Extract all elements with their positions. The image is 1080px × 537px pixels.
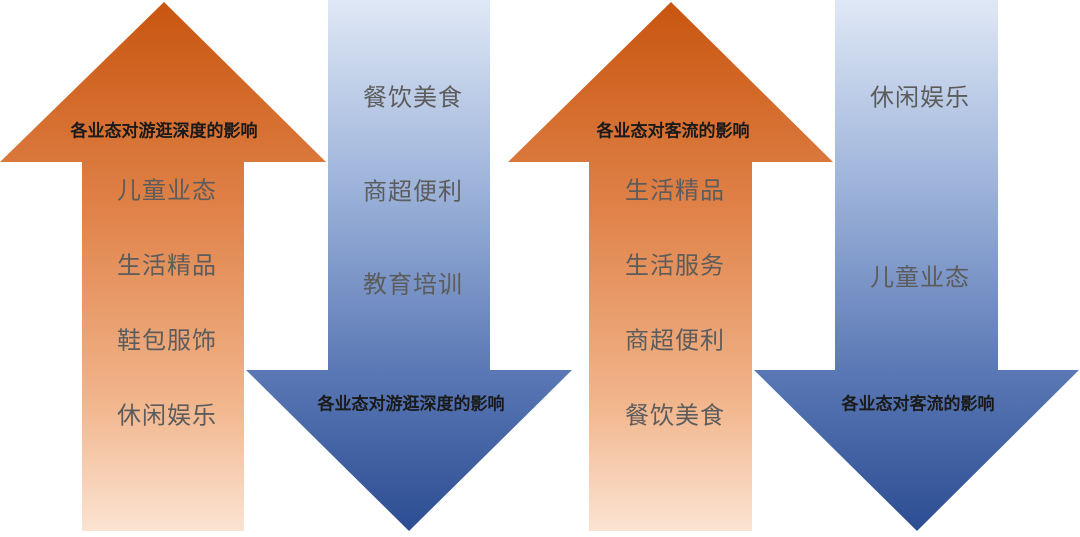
- up-arrow-item: 休闲娱乐: [117, 401, 217, 430]
- up-arrow-heading: 各业态对游逛深度的影响: [70, 121, 258, 142]
- up-arrow-panel2: [508, 2, 833, 531]
- up-arrow-item: 儿童业态: [117, 176, 217, 205]
- up-arrow-heading: 各业态对客流的影响: [596, 121, 750, 142]
- down-arrow-item: 休闲娱乐: [870, 83, 970, 112]
- down-arrow-panel1: [246, 0, 572, 531]
- down-arrow-item: 餐饮美食: [363, 83, 463, 112]
- up-arrow-item: 生活精品: [625, 176, 725, 205]
- down-arrow-item: 教育培训: [363, 270, 463, 299]
- up-arrow-item: 商超便利: [625, 326, 725, 355]
- up-arrow-item: 生活精品: [117, 251, 217, 280]
- up-arrow-item: 餐饮美食: [625, 401, 725, 430]
- up-arrow-item: 鞋包服饰: [117, 326, 217, 355]
- down-arrow-item: 商超便利: [363, 177, 463, 206]
- up-arrow-item: 生活服务: [625, 251, 725, 280]
- down-arrow-heading: 各业态对游逛深度的影响: [317, 394, 505, 415]
- down-arrow-item: 儿童业态: [870, 263, 970, 292]
- down-arrow-heading: 各业态对客流的影响: [841, 394, 995, 415]
- up-arrow-panel1: [0, 2, 326, 531]
- down-arrow-panel2: [754, 0, 1079, 531]
